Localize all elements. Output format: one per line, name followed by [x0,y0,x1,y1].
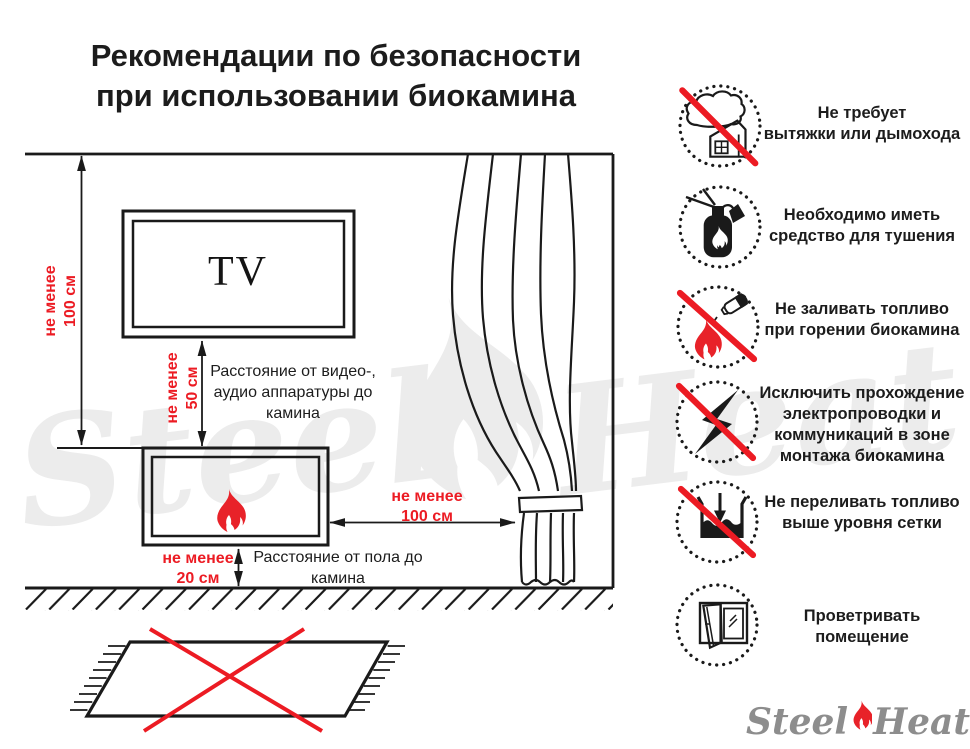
floor-hatching [25,589,613,611]
wall-lines [25,152,615,588]
fireplace-flame-icon [217,489,246,532]
no-chimney-icon [678,84,762,168]
rule-caption-1: Не требует вытяжки или дымохода [763,104,961,143]
rule-caption-5: Не переливать топливо выше уровня сетки [764,493,960,532]
extinguisher [685,188,745,258]
rug [70,627,405,733]
smoke-cloud [685,90,746,128]
page-title-line2: при использовании биокамина [95,78,577,113]
dotted-circle [675,480,759,564]
ventilate-icon [675,583,759,667]
dotted-circle [676,285,760,369]
logo-heat: Heat [873,701,970,743]
curtain-tie-band [517,494,584,514]
dotted-circle [675,380,759,464]
logo-steel: Steel [746,701,849,743]
prohibition-strike [679,87,759,167]
dim-label-wall-tv: не менее 100 см [42,265,79,337]
dotted-circle [678,84,762,168]
open-window [698,601,749,650]
room-diagram [25,152,615,733]
label-floor-distance: Расстояние от пола до камина [253,549,423,587]
fuel-tank [696,493,748,538]
page-title-line1: Рекомендации по безопасности [90,38,582,73]
rug-cross-icon [142,627,324,733]
label-av-distance: Расстояние от видео-, аудио аппаратуры д… [210,363,376,422]
rule-caption-3: Не заливать топливо при горении биокамин… [764,300,960,339]
rug-fringe-left [70,645,126,711]
tv-label: TV [208,249,268,295]
rug-fringe-right [349,645,405,711]
curtain [450,153,584,586]
no-overfill-icon [675,480,759,564]
no-wiring-icon [675,380,759,464]
dotted-circle [678,185,762,269]
logo-flame-icon [853,700,873,730]
fireplace-box [141,446,330,547]
dotted-circle [675,583,759,667]
tv-box [121,209,356,339]
no-refuel-icon [676,285,760,369]
extinguisher-icon [678,185,762,269]
prohibition-strike [676,289,758,363]
prohibition-strike [675,382,757,462]
dim-label-fireplace-floor: не менее 20 см [162,550,234,587]
rule-caption-4: Исключить прохождение электропроводки и … [759,384,965,465]
page-title: Рекомендации по безопасности при использ… [0,36,672,116]
dim-label-fireplace-curtain: не менее 100 см [391,488,463,525]
steelheat-logo: Steel Heat [746,694,970,742]
fuel-bottle [720,293,748,316]
prohibition-strike [677,485,757,559]
rule-caption-6: Проветривать помещение [803,607,921,646]
rule-caption-2: Необходимо иметь средство для тушения [768,206,956,245]
